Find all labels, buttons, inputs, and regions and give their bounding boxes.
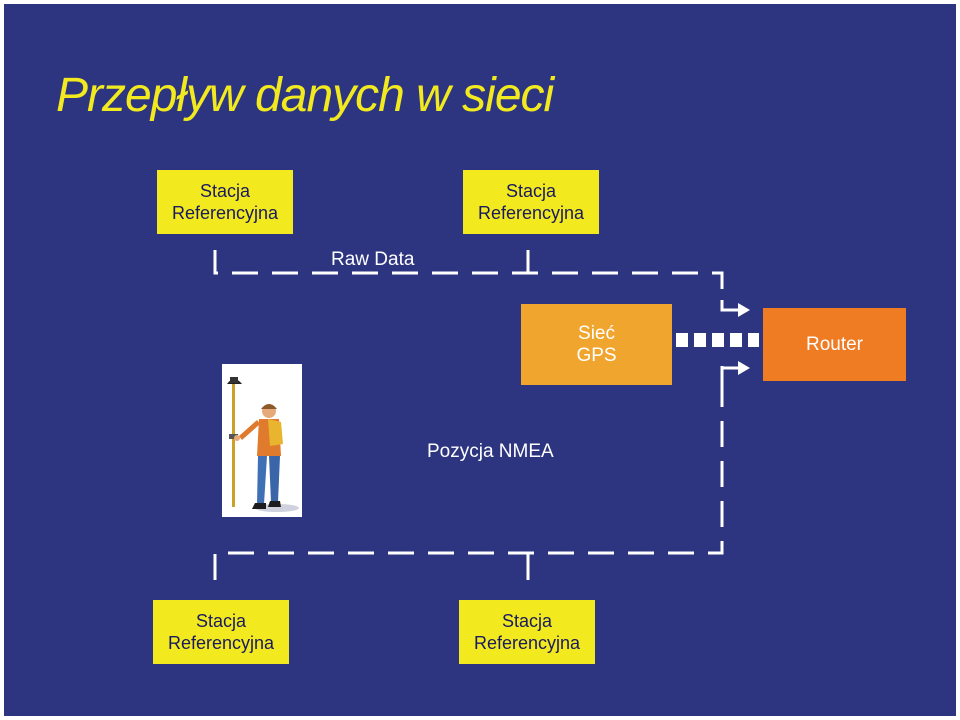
- rover-panel: [222, 364, 302, 517]
- raw-arrow-head: [738, 303, 750, 317]
- reference-station-2: Stacja Referencyjna: [463, 170, 599, 234]
- router-box: Router: [763, 308, 906, 381]
- page-title: Przepływ danych w sieci: [56, 69, 554, 122]
- nmea-arrow-stem: [720, 366, 740, 388]
- station-label-line2: Referencyjna: [171, 203, 279, 223]
- reference-station-3: Stacja Referencyjna: [153, 600, 289, 664]
- station-label-line1: Stacja: [505, 181, 557, 201]
- reference-station-4: Stacja Referencyjna: [459, 600, 595, 664]
- connector-lines: [213, 250, 759, 580]
- nmea-arrow-head: [738, 361, 750, 375]
- gps-network-box: Sieć GPS: [521, 304, 672, 385]
- station-label-line2: Referencyjna: [167, 633, 275, 653]
- reference-station-1: Stacja Referencyjna: [157, 170, 293, 234]
- raw-arrow-stem: [720, 300, 740, 312]
- station-label-line2: Referencyjna: [477, 203, 585, 223]
- slide: Przepływ danych w sieci Stacja Referency…: [4, 4, 956, 716]
- station-label-line1: Stacja: [199, 181, 251, 201]
- surveyor-with-gps-pole-icon: [227, 377, 299, 512]
- network-label-line1: Sieć: [578, 322, 615, 344]
- raw-data-connector: [213, 250, 724, 300]
- router-label: Router: [805, 333, 864, 355]
- network-label-line2: GPS: [576, 344, 617, 366]
- nmea-label: Pozycja NMEA: [427, 441, 554, 462]
- nmea-connector: [213, 366, 724, 580]
- station-label-line2: Referencyjna: [473, 633, 581, 653]
- raw-data-label: Raw Data: [331, 249, 415, 270]
- station-label-line1: Stacja: [195, 611, 247, 631]
- station-label-line1: Stacja: [501, 611, 553, 631]
